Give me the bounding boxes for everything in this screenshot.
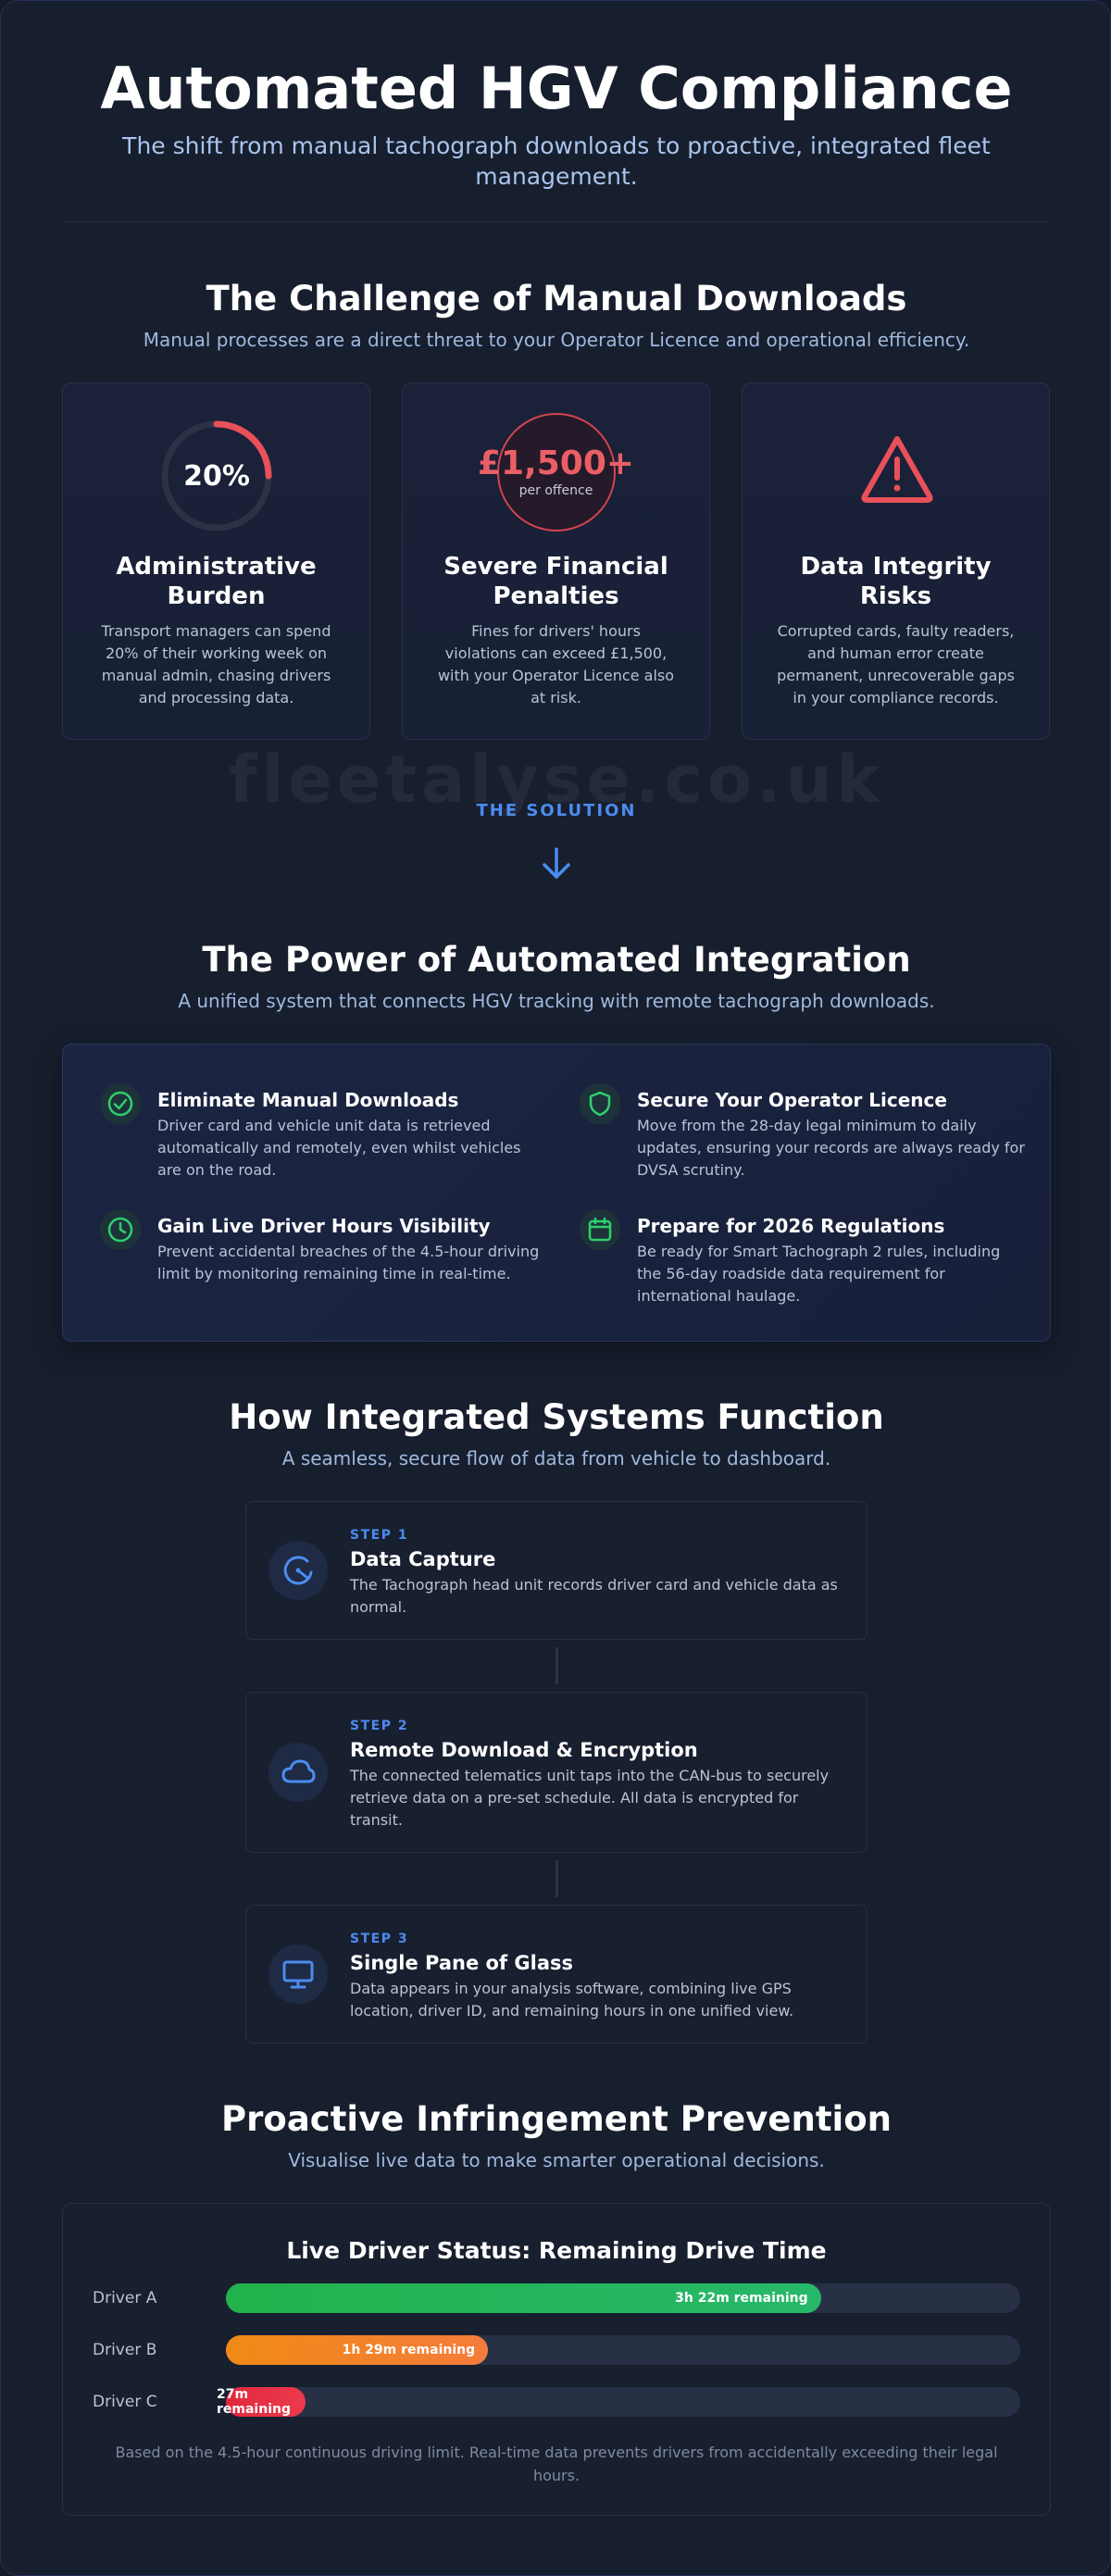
step-connector [556, 1647, 558, 1684]
challenge-title: The Challenge of Manual Downloads [206, 279, 907, 319]
shield-icon [580, 1083, 620, 1124]
drive-time-label: 27m remaining [217, 2387, 291, 2417]
benefits-panel: Eliminate Manual Downloads Driver card a… [62, 1044, 1051, 1342]
warning-triangle-icon [861, 436, 933, 503]
drive-time-bar: 1h 29m remaining [226, 2335, 489, 2365]
step-title: Single Pane of Glass [350, 1952, 574, 1974]
driver-name: Driver A [93, 2289, 157, 2307]
drive-time-label: 3h 22m remaining [675, 2291, 808, 2306]
admin-burden-donut [161, 420, 272, 531]
systems-title: How Integrated Systems Function [229, 1397, 884, 1437]
drive-time-label: 1h 29m remaining [342, 2343, 476, 2357]
benefit-title: Prepare for 2026 Regulations [637, 1215, 945, 1237]
fine-circle [497, 413, 616, 531]
drive-time-track: 1h 29m remaining [226, 2335, 1020, 2365]
fine-unit: per offence [518, 483, 593, 498]
admin-burden-stat: 20% [183, 459, 250, 493]
systems-subtitle: A seamless, secure flow of data from veh… [281, 1447, 831, 1469]
page-title: Automated HGV Compliance [100, 55, 1013, 122]
donut-arc [161, 420, 272, 531]
watermark: fleetalyse.co.uk [228, 742, 885, 818]
challenge-card-integrity: Data Integrity Risks Corrupted cards, fa… [742, 382, 1050, 740]
step-card: STEP 2 Remote Download & Encryption The … [245, 1692, 868, 1853]
arrow-down-icon [543, 847, 570, 879]
drive-time-bar: 27m remaining [217, 2387, 306, 2417]
calendar-icon [580, 1209, 620, 1250]
step-text: The Tachograph head unit records driver … [350, 1576, 838, 1616]
benefit-title: Gain Live Driver Hours Visibility [157, 1215, 491, 1237]
card-text: Fines for drivers' hours violations can … [437, 622, 675, 707]
page-subtitle: The shift from manual tachograph downloa… [122, 132, 991, 190]
driver-name: Driver C [93, 2393, 157, 2411]
step-number: STEP 2 [350, 1719, 409, 1733]
status-panel-title: Live Driver Status: Remaining Drive Time [286, 2237, 827, 2264]
challenge-subtitle: Manual processes are a direct threat to … [143, 329, 970, 351]
step-number: STEP 3 [350, 1932, 409, 1946]
check-circle-icon [100, 1083, 141, 1124]
driver-status-panel: Live Driver Status: Remaining Drive Time… [62, 2203, 1051, 2516]
prevention-title: Proactive Infringement Prevention [221, 2099, 892, 2139]
benefit-text: Be ready for Smart Tachograph 2 rules, i… [637, 1243, 1001, 1305]
monitor-icon [268, 1945, 328, 2004]
challenge-card-admin: 20% Administrative Burden Transport mana… [62, 382, 370, 740]
benefit-title: Eliminate Manual Downloads [157, 1089, 459, 1111]
gauge-icon [268, 1541, 328, 1600]
challenge-card-penalties: £1,500+ per offence Severe Financial Pen… [402, 382, 710, 740]
card-title: Administrative Burden [116, 553, 317, 610]
benefit-text: Driver card and vehicle unit data is ret… [157, 1117, 521, 1179]
cloud-icon [268, 1743, 328, 1802]
card-text: Corrupted cards, faulty readers, and hum… [777, 622, 1015, 707]
step-card: STEP 1 Data Capture The Tachograph head … [245, 1501, 868, 1640]
step-title: Data Capture [350, 1548, 496, 1570]
drive-time-track: 3h 22m remaining [226, 2283, 1020, 2313]
driver-name: Driver B [93, 2341, 157, 2359]
solution-tag: THE SOLUTION [476, 801, 637, 820]
prevention-subtitle: Visualise live data to make smarter oper… [288, 2149, 825, 2171]
benefit-text: Move from the 28-day legal minimum to da… [637, 1117, 1025, 1179]
divider [64, 221, 1049, 222]
card-title: Severe Financial Penalties [443, 553, 668, 610]
step-card: STEP 3 Single Pane of Glass Data appears… [245, 1905, 868, 2044]
step-text: The connected telematics unit taps into … [350, 1767, 830, 1829]
fine-amount: £1,500+ [477, 444, 635, 482]
step-connector [556, 1860, 558, 1897]
benefit-text: Prevent accidental breaches of the 4.5-h… [157, 1243, 540, 1282]
step-text: Data appears in your analysis software, … [350, 1980, 794, 2020]
integration-title: The Power of Automated Integration [202, 940, 911, 980]
drive-time-track: 27m remaining [217, 2387, 1020, 2417]
card-text: Transport managers can spend 20% of thei… [101, 622, 331, 707]
integration-subtitle: A unified system that connects HGV track… [178, 990, 935, 1012]
status-footnote: Based on the 4.5-hour continuous driving… [115, 2444, 998, 2484]
drive-time-bar: 3h 22m remaining [226, 2283, 821, 2313]
clock-icon [100, 1209, 141, 1250]
step-title: Remote Download & Encryption [350, 1739, 698, 1761]
card-title: Data Integrity Risks [800, 553, 992, 610]
benefit-title: Secure Your Operator Licence [637, 1089, 947, 1111]
step-number: STEP 1 [350, 1528, 409, 1543]
